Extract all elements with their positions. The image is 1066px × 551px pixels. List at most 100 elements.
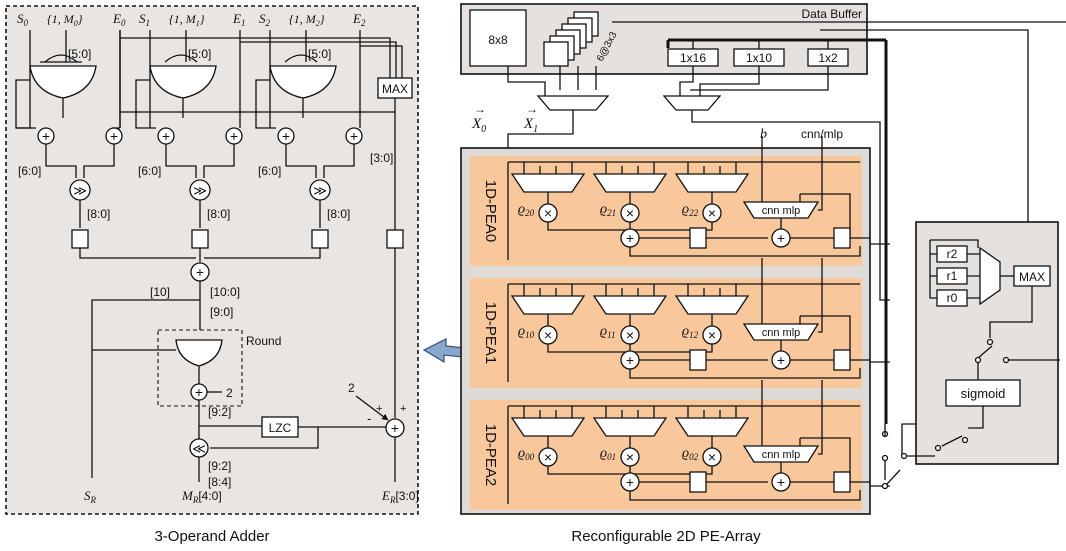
pe-output-register [834, 228, 850, 248]
pe-output-register [834, 350, 850, 370]
svg-text:[3:0]: [3:0] [370, 151, 393, 165]
svg-text:≪: ≪ [192, 441, 206, 456]
multiply-icon: × [708, 327, 716, 343]
pe-output-register [834, 472, 850, 492]
plus-icon: + [777, 352, 785, 368]
multiply-icon: × [544, 449, 552, 465]
svg-text:r1: r1 [947, 269, 958, 283]
svg-text:≫: ≫ [313, 183, 327, 198]
pe-mux [676, 418, 748, 436]
svg-text:-: - [367, 411, 371, 426]
pe-mux [594, 418, 666, 436]
svg-text:[6:0]: [6:0] [138, 164, 161, 178]
adder-caption: 3-Operand Adder [154, 528, 269, 545]
multiply-icon: × [626, 327, 634, 343]
input-m2: {1, M2} [289, 12, 325, 28]
pe-row-name: 1D-PEA1 [482, 302, 499, 365]
plus-icon: + [626, 230, 634, 246]
three-operand-adder: S0 {1, M0} E0 S1 {1, M1} E1 S2 {1, M2} E… [6, 6, 419, 514]
svg-text:MAX: MAX [1019, 270, 1045, 284]
plus-icon: + [777, 230, 785, 246]
svg-text:MAX: MAX [382, 82, 408, 96]
label-cnn-mlp: cnn/mlp [801, 127, 843, 141]
svg-text:r2: r2 [947, 247, 958, 261]
mux-b [664, 96, 720, 110]
svg-text:+: + [196, 264, 204, 280]
svg-text:[10:0]: [10:0] [210, 285, 240, 299]
svg-text:[8:0]: [8:0] [207, 207, 230, 221]
svg-text:[6:0]: [6:0] [258, 164, 281, 178]
pe-mux [512, 174, 584, 192]
pe-row-name: 1D-PEA2 [482, 424, 499, 487]
svg-text:[8:0]: [8:0] [87, 207, 110, 221]
label-x0: X0 [471, 116, 486, 135]
svg-text:sigmoid: sigmoid [961, 386, 1006, 401]
pe-rows: 1D-PEA0×ϱ20×ϱ21×ϱ22+cnn mlp+1D-PEA1×ϱ10×… [470, 136, 870, 510]
svg-text:+: + [110, 128, 118, 144]
adder-reg-2 [312, 230, 328, 248]
pe-mux [594, 174, 666, 192]
pe-mux [512, 418, 584, 436]
pe-register [690, 350, 706, 370]
cnn-mlp-mux-label: cnn mlp [762, 205, 801, 217]
svg-text:+: + [230, 128, 238, 144]
mux-x [538, 96, 608, 110]
plus-icon: + [626, 352, 634, 368]
svg-text:8x8: 8x8 [488, 33, 508, 47]
svg-text:Data Buffer: Data Buffer [802, 7, 862, 21]
multiply-icon: × [626, 205, 634, 221]
adder-reg-0 [72, 230, 88, 248]
svg-text:r0: r0 [947, 291, 958, 305]
svg-text:1x16: 1x16 [680, 51, 706, 65]
svg-text:[5:0]: [5:0] [68, 47, 91, 61]
pe-register [690, 228, 706, 248]
pe-register [690, 472, 706, 492]
plus-icon: + [777, 474, 785, 490]
svg-text:[9:2]: [9:2] [208, 459, 231, 473]
svg-text:+: + [42, 128, 50, 144]
svg-text:+: + [400, 403, 406, 415]
adder-reg-1 [192, 230, 208, 248]
multiply-icon: × [544, 327, 552, 343]
svg-text:≫: ≫ [73, 183, 87, 198]
svg-text:1x2: 1x2 [818, 51, 838, 65]
pe-mux [676, 296, 748, 314]
pe-row-name: 1D-PEA0 [482, 180, 499, 243]
multiply-icon: × [544, 205, 552, 221]
svg-text:2: 2 [348, 381, 355, 395]
svg-text:1x10: 1x10 [746, 51, 772, 65]
svg-text:→: → [526, 102, 538, 116]
svg-text:+: + [391, 420, 399, 436]
svg-text:[5:0]: [5:0] [308, 47, 331, 61]
svg-text:≫: ≫ [193, 183, 207, 198]
svg-text:+: + [350, 128, 358, 144]
svg-text:LZC: LZC [269, 421, 292, 435]
svg-text:+: + [162, 128, 170, 144]
svg-text:[8:4]: [8:4] [208, 475, 231, 489]
multiply-icon: × [708, 449, 716, 465]
activation-unit: r2 r1 r0 MAX sigmoid [906, 222, 1060, 464]
input-m1: {1, M1} [169, 12, 205, 28]
pe-mux [512, 296, 584, 314]
svg-text:[6:0]: [6:0] [18, 164, 41, 178]
svg-text:[8:0]: [8:0] [327, 207, 350, 221]
multiply-icon: × [708, 205, 716, 221]
multiply-icon: × [626, 449, 634, 465]
label-bias: b [760, 127, 767, 142]
pe-array-caption: Reconfigurable 2D PE-Array [571, 528, 761, 545]
svg-text:[5:0]: [5:0] [188, 47, 211, 61]
svg-text:Round: Round [246, 334, 281, 348]
pe-mux [676, 174, 748, 192]
svg-text:[9:0]: [9:0] [210, 305, 233, 319]
pe-output-switches [870, 40, 916, 489]
input-m0: {1, M0} [47, 12, 83, 28]
svg-text:+: + [282, 128, 290, 144]
pe-mux [594, 296, 666, 314]
cnn-mlp-mux-label: cnn mlp [762, 449, 801, 461]
svg-text:2: 2 [226, 386, 233, 400]
svg-text:→: → [474, 102, 486, 116]
adder-reg-exp [387, 230, 403, 248]
output-er: ER[3:0] [381, 488, 419, 505]
cnn-mlp-mux-label: cnn mlp [762, 327, 801, 339]
